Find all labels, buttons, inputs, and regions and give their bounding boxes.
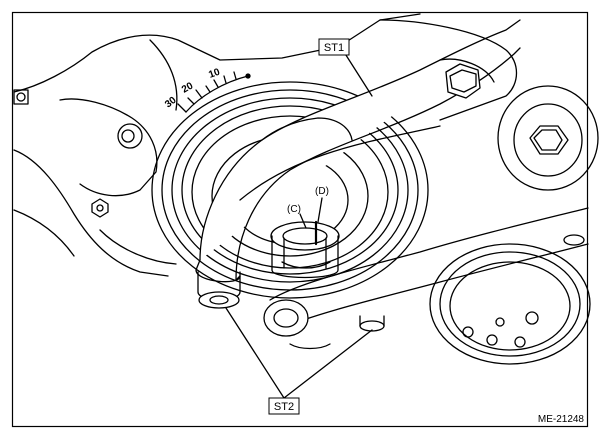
mark-d-leader — [317, 197, 323, 223]
engine-rib — [149, 39, 178, 111]
pulley-bolt-socket — [270, 221, 340, 279]
block-bolt-small — [91, 198, 109, 218]
bolt-hole — [117, 123, 143, 149]
engine-bracket — [59, 98, 158, 197]
idler-pulley-upper — [497, 85, 599, 191]
st2-leader-left — [225, 307, 285, 399]
st1-leader — [343, 51, 373, 97]
oil-line — [99, 229, 177, 265]
st1-label: ST1 — [324, 42, 344, 54]
st2-nut — [197, 271, 241, 309]
crank-pulley — [151, 81, 429, 299]
scale-label-20: 20 — [180, 80, 196, 95]
st1-tool-arm — [195, 19, 521, 283]
mark-c-label: (C) — [287, 204, 301, 215]
st2-label: ST2 — [274, 401, 294, 413]
engine-rib — [13, 209, 75, 257]
angle-scale — [177, 71, 251, 113]
scale-label-10: 10 — [207, 67, 222, 81]
mark-c-leader — [299, 213, 307, 229]
st1-label-box — [318, 38, 350, 56]
st1-tool-head — [379, 19, 518, 121]
st2-leader-right — [283, 329, 373, 399]
engine-block-lower — [13, 149, 169, 277]
small-nut — [359, 315, 385, 332]
engine-block-outline — [13, 13, 421, 93]
figure-id: ME-21248 — [538, 414, 585, 425]
st2-tool-handle — [263, 207, 589, 350]
figure-frame — [11, 11, 589, 428]
mark-d-label: (D) — [315, 186, 329, 197]
small-nut-right — [563, 234, 585, 246]
st2-label-box — [268, 397, 300, 415]
bolt-hole — [121, 129, 135, 143]
idler-pulley-lower — [429, 243, 591, 365]
block-bolt-left — [13, 89, 29, 105]
